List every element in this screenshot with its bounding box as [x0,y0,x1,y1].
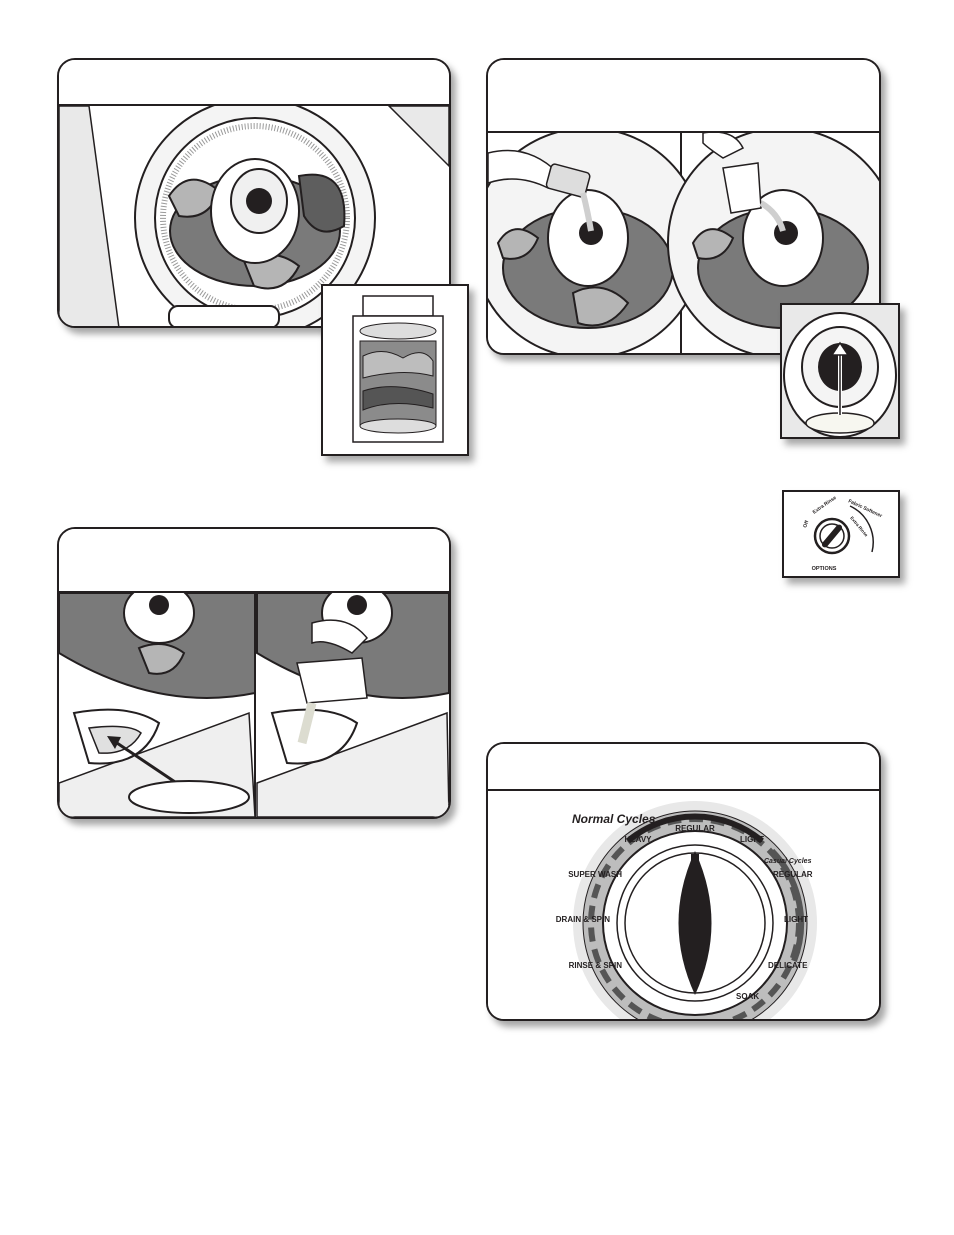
cycle-casual-light-label: LIGHT [784,915,808,924]
options-caption: OPTIONS [812,566,837,572]
normal-cycles-heading: Normal Cycles [572,812,656,826]
pour-detergent-illustration [488,133,879,353]
add-bleach-panel [57,527,451,819]
cycle-soak-label: SOAK [736,992,759,1001]
dispenser-closeup-inset [780,303,900,439]
cycle-selector-dial: Normal Cycles REGULAR HEAVY LIGHT Casual… [488,791,879,1019]
dispenser-fill-line-illustration [782,305,898,437]
cycle-drain-spin-label: DRAIN & SPIN [556,915,610,924]
panel-header [488,744,879,791]
washer-tub-illustration [59,106,449,326]
panel-header [59,529,449,593]
cycle-regular-label: REGULAR [675,824,715,833]
cycle-dial-panel: Normal Cycles REGULAR HEAVY LIGHT Casual… [486,742,881,1021]
bleach-dispenser-illustration [59,593,449,817]
add-detergent-panel [486,58,881,355]
cycle-super-wash-label: SUPER WASH [568,870,622,879]
panel-header [59,60,449,106]
option-extra-rinse-label: Extra Rinse [812,495,838,516]
cycle-heavy-label: HEAVY [625,835,653,844]
cycle-light-label: LIGHT [740,835,764,844]
casual-cycles-heading: Casual Cycles [764,858,812,865]
options-knob-inset: Off Extra Rinse Fabric Softener Extra Ri… [782,490,900,578]
cycle-casual-regular-label: REGULAR [773,870,813,879]
load-laundry-panel [57,58,451,328]
option-off-label: Off [802,520,810,529]
load-level-inset [321,284,469,456]
cycle-delicate-label: DELICATE [768,961,808,970]
panel-header [488,60,879,133]
options-knob-illustration: Off Extra Rinse Fabric Softener Extra Ri… [802,495,883,572]
washer-load-illustration [352,295,444,443]
cycle-rinse-spin-label: RINSE & SPIN [569,961,623,970]
